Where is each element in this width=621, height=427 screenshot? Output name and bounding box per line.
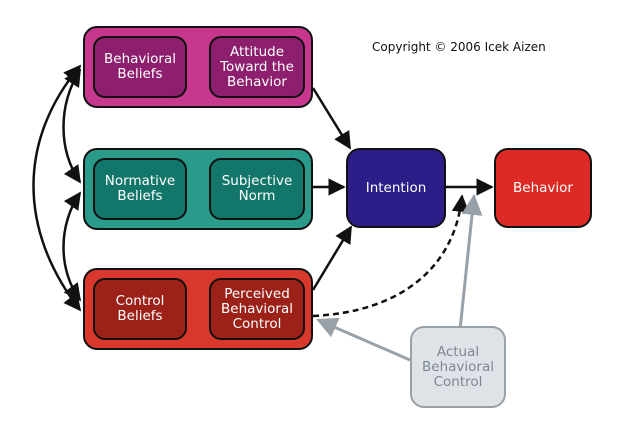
subjective-norm-box: Subjective Norm <box>209 158 305 220</box>
arrow-normative-control-correlation <box>62 191 82 302</box>
arrow-actual-to-intention-behavior-link <box>458 193 483 331</box>
subjective-norm-label: Subjective Norm <box>221 173 293 204</box>
behavior-label: Behavior <box>513 179 573 196</box>
perceived-control-label: Perceived Behavioral Control <box>221 285 293 332</box>
arrow-perceived-control-to-behavior-dashed <box>312 194 470 318</box>
normative-beliefs-label: Normative Beliefs <box>104 173 176 204</box>
intention-box: Intention <box>346 148 446 228</box>
copyright-text: Copyright © 2006 Icek Aizen <box>372 40 546 54</box>
arrow-attitude-to-intention <box>311 87 352 150</box>
perceived-control-box: Perceived Behavioral Control <box>209 278 305 340</box>
behavior-box: Behavior <box>494 148 592 228</box>
attitude-label: Attitude Toward the Behavior <box>220 43 294 90</box>
arrow-behavioral-control-correlation <box>32 64 82 312</box>
intention-label: Intention <box>365 179 427 196</box>
actual-control-label: Actual Behavioral Control <box>422 343 494 390</box>
behavioral-beliefs-box: Behavioral Beliefs <box>93 36 187 98</box>
arrow-behavioral-normative-correlation <box>62 68 82 184</box>
control-beliefs-label: Control Beliefs <box>115 293 165 324</box>
normative-beliefs-box: Normative Beliefs <box>93 158 187 220</box>
arrow-actual-to-perceived-control <box>316 317 411 362</box>
attitude-box: Attitude Toward the Behavior <box>209 36 305 98</box>
arrow-control-to-intention <box>311 225 353 291</box>
control-beliefs-box: Control Beliefs <box>93 278 187 340</box>
actual-control-box: Actual Behavioral Control <box>410 326 506 408</box>
behavioral-beliefs-label: Behavioral Beliefs <box>104 51 176 82</box>
